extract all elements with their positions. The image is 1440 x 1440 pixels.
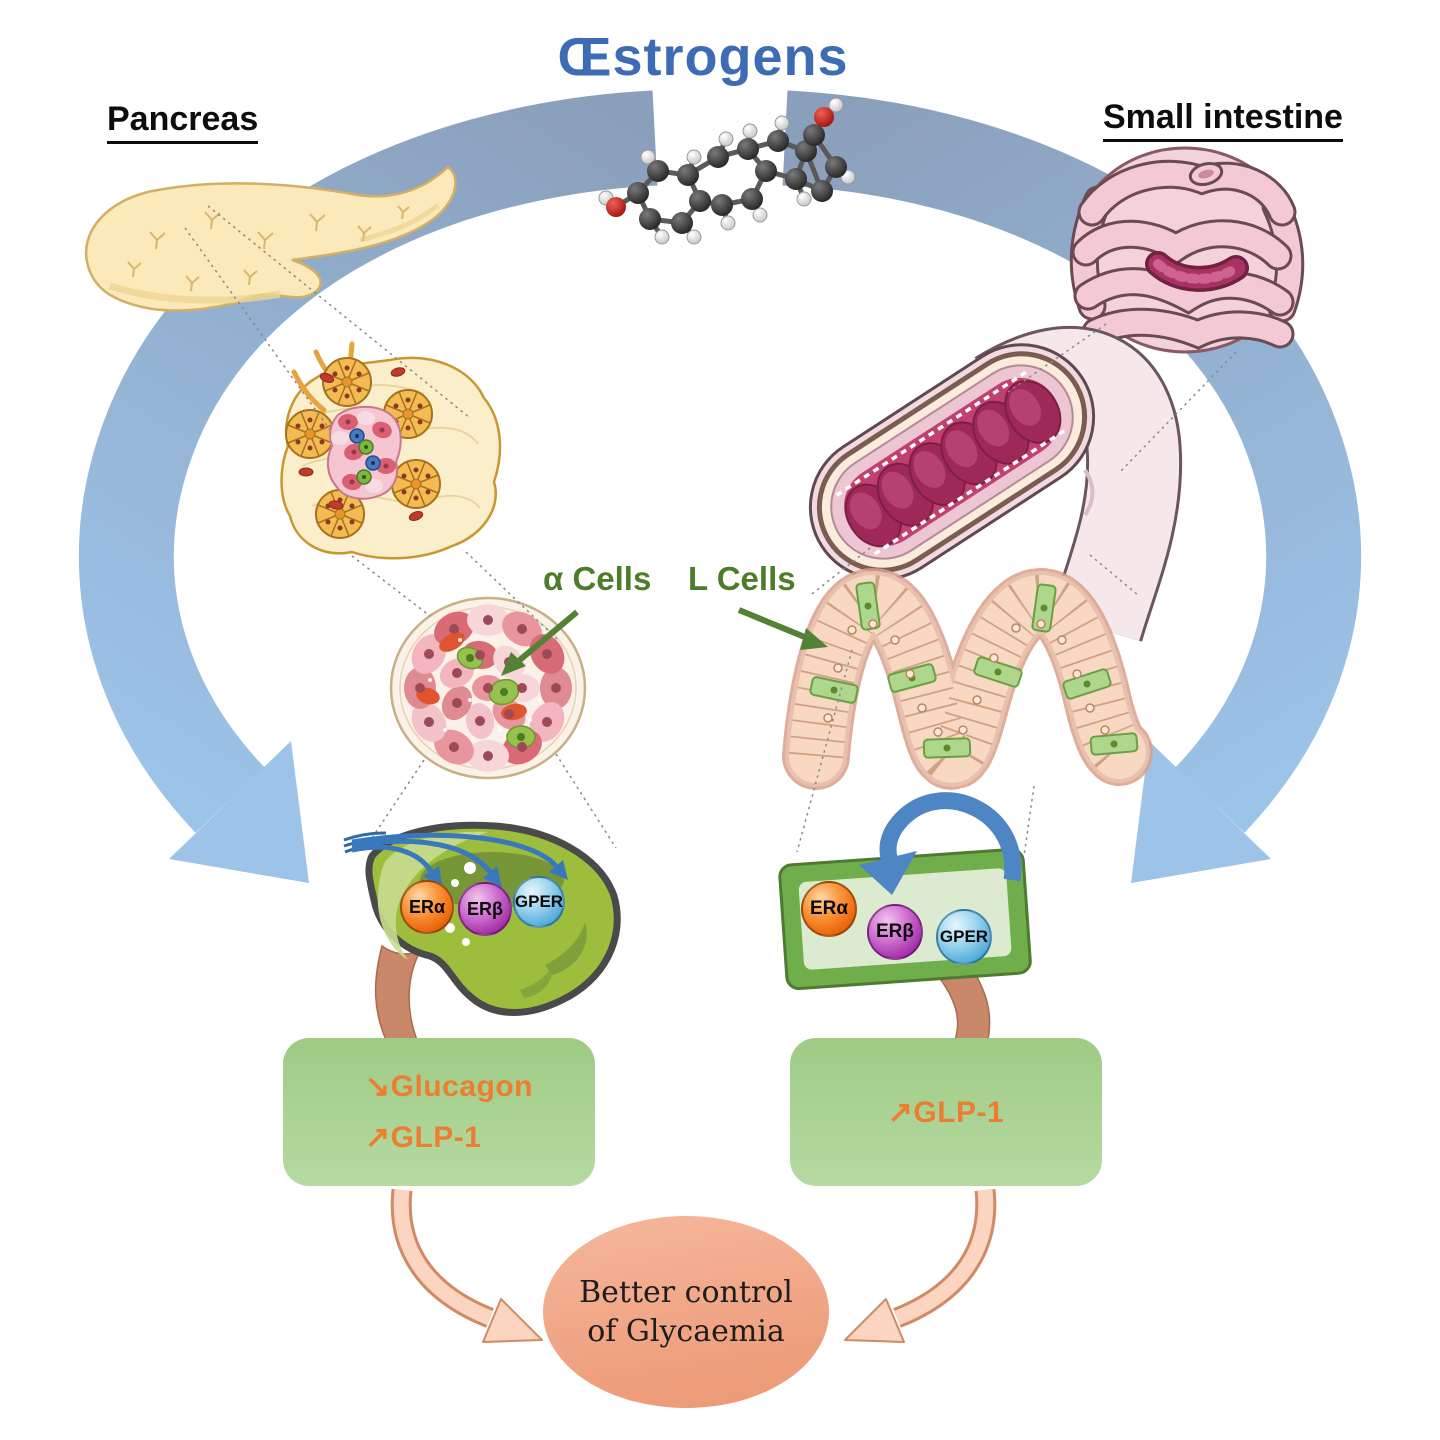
page-title: Œstrogens [557, 27, 849, 87]
flow-band-left [78, 90, 658, 883]
outcome-glp1-up-right: ↗GLP-1 [887, 1095, 1005, 1129]
receptor-era-left: ERα [400, 880, 454, 934]
zoom-connector-lines [184, 205, 1237, 857]
acinus [285, 357, 441, 539]
receptor-erb-right: ERβ [867, 904, 923, 960]
alpha-cells-label: α Cells [543, 560, 652, 597]
small-intestine-illustration [1069, 146, 1305, 354]
outcome-glp1-up-left: ↗GLP-1 [365, 1121, 482, 1154]
alpha-cells-pointer-arrow [501, 609, 579, 676]
pancreas-illustration [84, 165, 457, 312]
outcome-box-pancreas: ↘Glucagon ↗GLP-1 [283, 1038, 595, 1186]
pancreas-label: Pancreas [107, 100, 259, 144]
outcome-box-intestine: ↗GLP-1 [790, 1038, 1102, 1186]
secretion-connector-left [374, 944, 423, 1041]
outcome-glucagon-down: ↘Glucagon [365, 1070, 533, 1103]
receptor-activation-arrows-left [343, 831, 568, 946]
receptor-era-right: ERα [801, 881, 857, 937]
receptor-activation-arrow-right [859, 792, 1022, 895]
alpha-cell-cluster-illustration [389, 596, 587, 780]
intestine-section-illustration [808, 326, 1183, 642]
islet-illustration [280, 341, 502, 560]
conclusion-line-2: of Glycaemia [587, 1314, 785, 1349]
flow-band-right [782, 90, 1362, 883]
conclusion-ellipse: Better control of Glycaemia [543, 1216, 829, 1408]
outcome-arrow-right [844, 1188, 997, 1343]
l-cells-label: L Cells [688, 560, 796, 597]
outcome-arrow-left [390, 1188, 543, 1343]
islet-core [326, 405, 402, 500]
secretion-connector-right [939, 969, 991, 1041]
villi-epithelium-illustration [782, 567, 1153, 791]
conclusion-line-1: Better control [579, 1275, 793, 1310]
receptor-gper-right: GPER [936, 909, 992, 965]
receptor-gper-left: GPER [513, 876, 565, 928]
small-intestine-label: Small intestine [1103, 98, 1343, 142]
receptor-erb-left: ERβ [458, 882, 512, 936]
estradiol-molecule-illustration [598, 97, 856, 245]
l-cells-pointer-arrow [737, 607, 828, 650]
